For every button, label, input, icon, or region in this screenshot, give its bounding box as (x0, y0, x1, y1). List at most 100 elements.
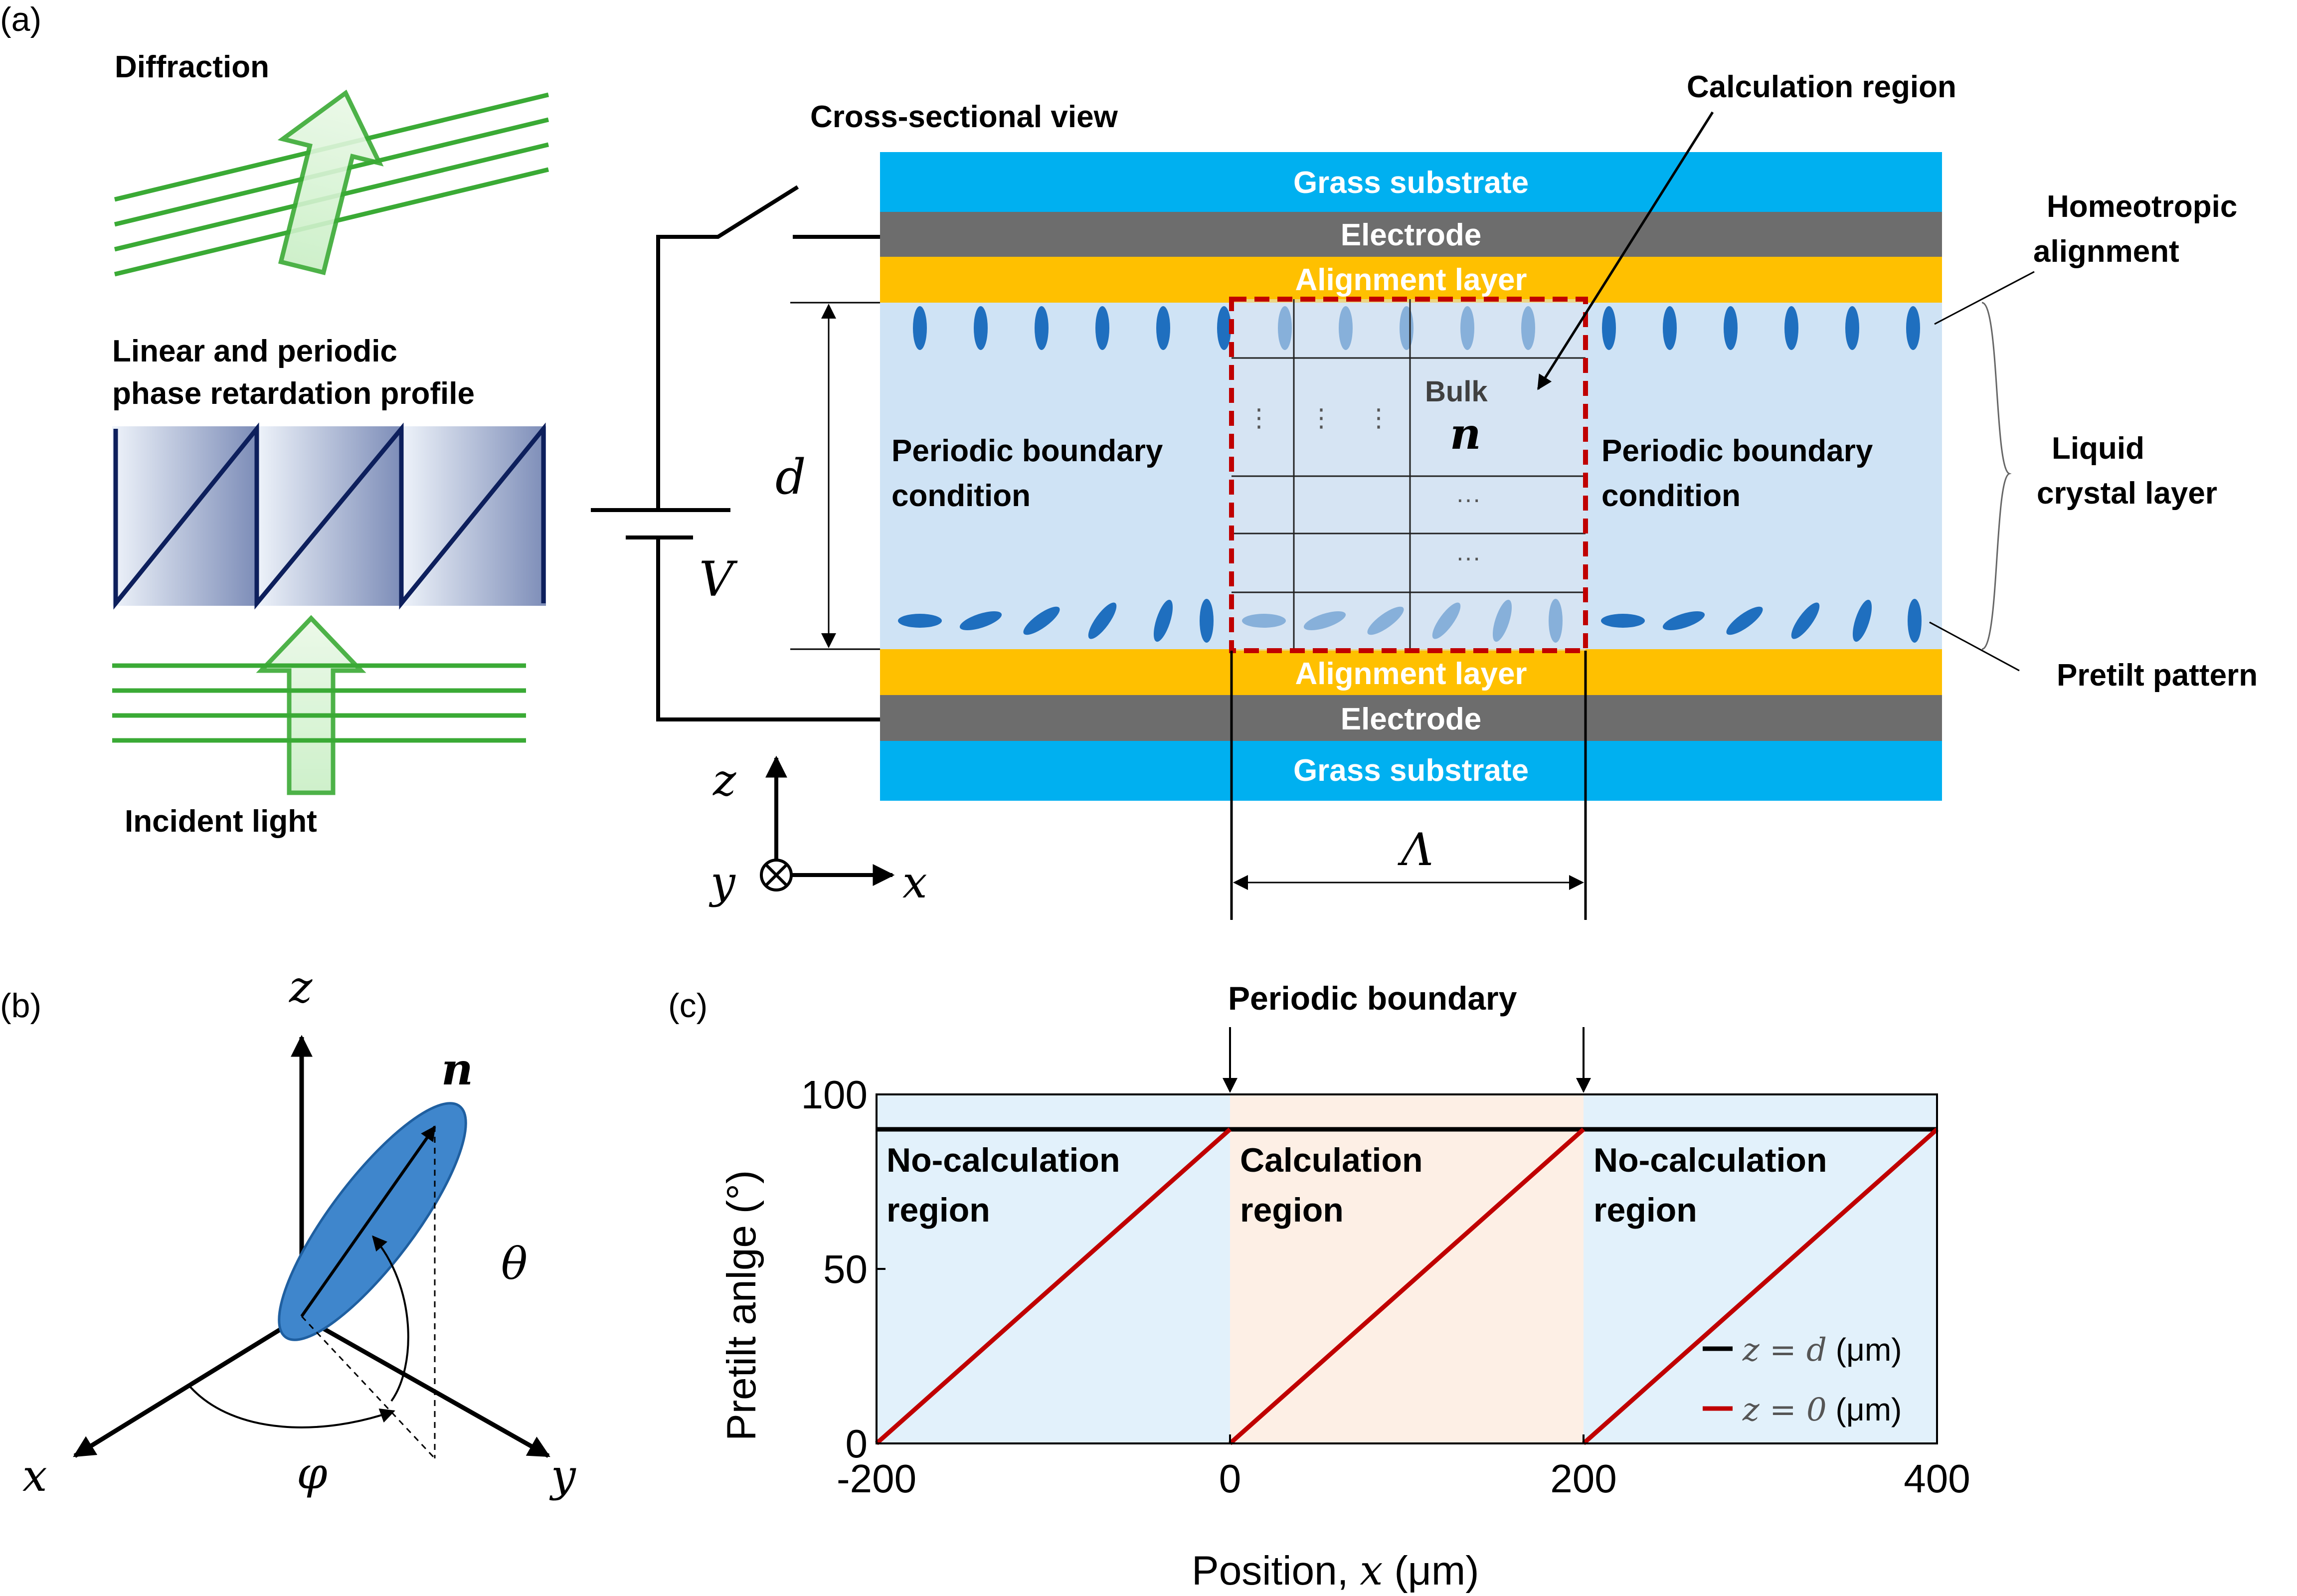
series-line (1582, 1127, 1939, 1445)
legend-unit: (μm) (1827, 1332, 1902, 1368)
horizontal-dots: ··· (1456, 485, 1481, 513)
pbc-left-line2: condition (891, 479, 1031, 513)
vertical-dots: ⋮ (1246, 404, 1271, 432)
region-band (877, 1094, 1230, 1443)
vertical-dots: ⋮ (1309, 404, 1334, 432)
lc-molecule (1845, 306, 1859, 350)
pretilt-pointer (1929, 621, 2020, 672)
axis-z-label: z (712, 754, 736, 806)
pretilt-pattern-label: Pretilt pattern (2057, 658, 2258, 693)
panel-label-a: (a) (0, 0, 41, 38)
chart-title: Periodic boundary (1228, 980, 1517, 1017)
sawtooth-profile (112, 422, 546, 610)
lc-layer-line1: Liquid (2052, 431, 2144, 466)
lc-molecule (1784, 306, 1798, 350)
calc-region-border (1229, 297, 1588, 653)
legend-var: z = d (1742, 1332, 1827, 1369)
region-band (1584, 1094, 1937, 1443)
b-director-label: n (441, 1043, 473, 1095)
x-label-unit: (μm) (1383, 1548, 1479, 1594)
alignment-top-label: Alignment layer (1295, 263, 1527, 297)
circuit (591, 185, 880, 721)
cross-section-title: Cross-sectional view (810, 100, 1118, 134)
legend-label: z = d (μm) (1742, 1332, 1902, 1369)
calc-region-pointer (1537, 111, 1714, 390)
incident-light-label: Incident light (125, 804, 317, 839)
diffraction-label: Diffraction (115, 50, 269, 84)
region-band (1230, 1094, 1584, 1443)
x-tick-label: 0 (1219, 1456, 1241, 1501)
lc-molecule (974, 306, 988, 350)
bulk-director-symbol: n (1450, 409, 1481, 459)
lc-molecule (1852, 599, 1872, 642)
period-dimension: Λ (1230, 651, 1587, 920)
homeotropic-line1: Homeotropic (2047, 189, 2237, 224)
lc-molecule (1908, 599, 1922, 643)
legend-label: z = 0 (μm) (1742, 1392, 1902, 1428)
axis-x-label: x (902, 857, 927, 908)
homeotropic-pointer (1934, 271, 2035, 325)
x-tick-label: -200 (837, 1456, 916, 1501)
chart-regions (877, 1094, 1937, 1443)
bulk-label: Bulk (1425, 375, 1488, 408)
panel-label-c: (c) (668, 987, 707, 1025)
legend-unit: (μm) (1827, 1392, 1902, 1427)
series-line (1229, 1127, 1585, 1445)
electrode-bottom (880, 695, 1942, 741)
chart-lines (875, 1127, 1939, 1445)
legend-var: z = 0 (1742, 1392, 1827, 1428)
calc-region-label: Calculation region (1687, 70, 1956, 104)
lc-molecule (1602, 306, 1616, 350)
incident-light-lines (112, 663, 526, 743)
y-tick-label: 0 (846, 1421, 868, 1466)
lc-layer-brace (1981, 302, 2012, 650)
lc-molecule (1088, 602, 1117, 639)
lc-molecule (1791, 602, 1820, 639)
x-label-prefix: Position, (1192, 1548, 1360, 1594)
panel-label-b: (b) (0, 987, 41, 1025)
thickness-dimension: d (775, 302, 880, 650)
chart-region-labels: No-calculationregionCalculationregionNo-… (886, 1141, 1827, 1229)
phase-profile-line2: phase retardation profile (112, 376, 475, 411)
region-label-line2: region (886, 1191, 990, 1229)
alignment-bottom (880, 649, 1942, 695)
chart-y-axis-label: Pretilt anlge (°) (719, 1170, 764, 1441)
diffraction-arrow-icon (277, 89, 384, 275)
substrate-top (880, 152, 1942, 212)
lc-molecule (1156, 306, 1170, 350)
voltage-symbol: V (699, 551, 738, 607)
substrate-bottom (880, 741, 1942, 801)
vertical-dots: ⋮ (1366, 404, 1391, 432)
thickness-symbol: d (775, 449, 806, 505)
pbc-left-line1: Periodic boundary (891, 434, 1163, 468)
lc-molecule (1200, 599, 1214, 643)
lc-molecule (913, 306, 927, 350)
x-tick-label: 400 (1904, 1456, 1970, 1501)
region-label-line1: No-calculation (1593, 1141, 1827, 1179)
phi-label: φ (297, 1447, 328, 1499)
x-label-var: x (1360, 1547, 1383, 1595)
calc-grid (1232, 299, 1586, 651)
homeotropic-line2: alignment (2033, 234, 2179, 269)
substrate-bottom-label: Grass substrate (1293, 753, 1529, 788)
lc-molecule (1662, 611, 1705, 631)
boundary-markers (1223, 1027, 1591, 1093)
alignment-bottom-label: Alignment layer (1295, 657, 1527, 691)
y-tick-label: 100 (801, 1072, 868, 1117)
period-symbol: Λ (1398, 824, 1433, 876)
chart-legend: z = d (μm)z = 0 (μm) (1703, 1332, 1902, 1428)
horizontal-dots: ··· (1456, 543, 1481, 571)
diffraction-schematic: Diffraction Linear and periodic phase re… (112, 50, 549, 839)
lc-layer-line2: crystal layer (2037, 476, 2217, 511)
lc-molecule (1601, 614, 1645, 628)
lc-molecule (1726, 606, 1763, 635)
region-label-line2: region (1240, 1191, 1344, 1229)
alignment-top (880, 257, 1942, 303)
pbc-right-line2: condition (1601, 479, 1741, 513)
phase-profile-line1: Linear and periodic (112, 334, 397, 368)
lc-molecule (1906, 306, 1920, 350)
electrode-top-label: Electrode (1341, 218, 1482, 252)
